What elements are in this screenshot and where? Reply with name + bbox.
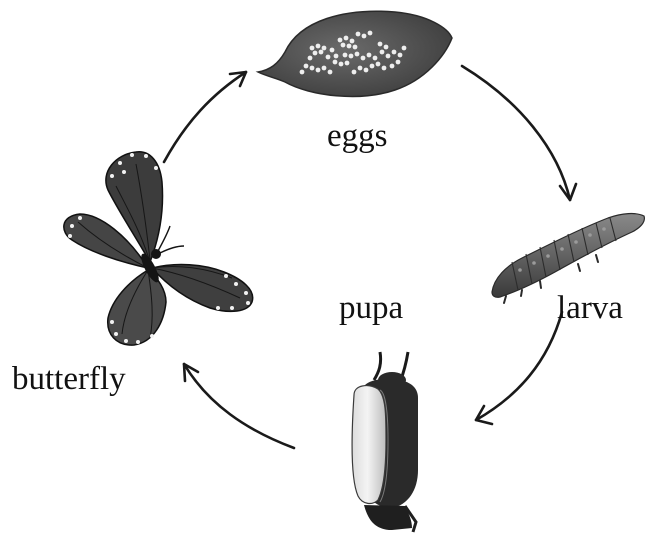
arrow-butterfly-to-eggs — [164, 72, 246, 162]
butterfly-label: butterfly — [12, 361, 126, 397]
eggs-on-leaf-image — [258, 11, 452, 96]
eggs-label: eggs — [327, 118, 388, 154]
pupa-image — [352, 352, 418, 532]
arrow-eggs-to-larva — [462, 66, 576, 200]
butterfly-image — [64, 152, 253, 345]
arrow-pupa-to-butterfly — [184, 364, 294, 448]
arrow-larva-to-pupa — [476, 312, 562, 424]
pupa-label: pupa — [339, 290, 404, 326]
larva-label: larva — [557, 290, 623, 326]
